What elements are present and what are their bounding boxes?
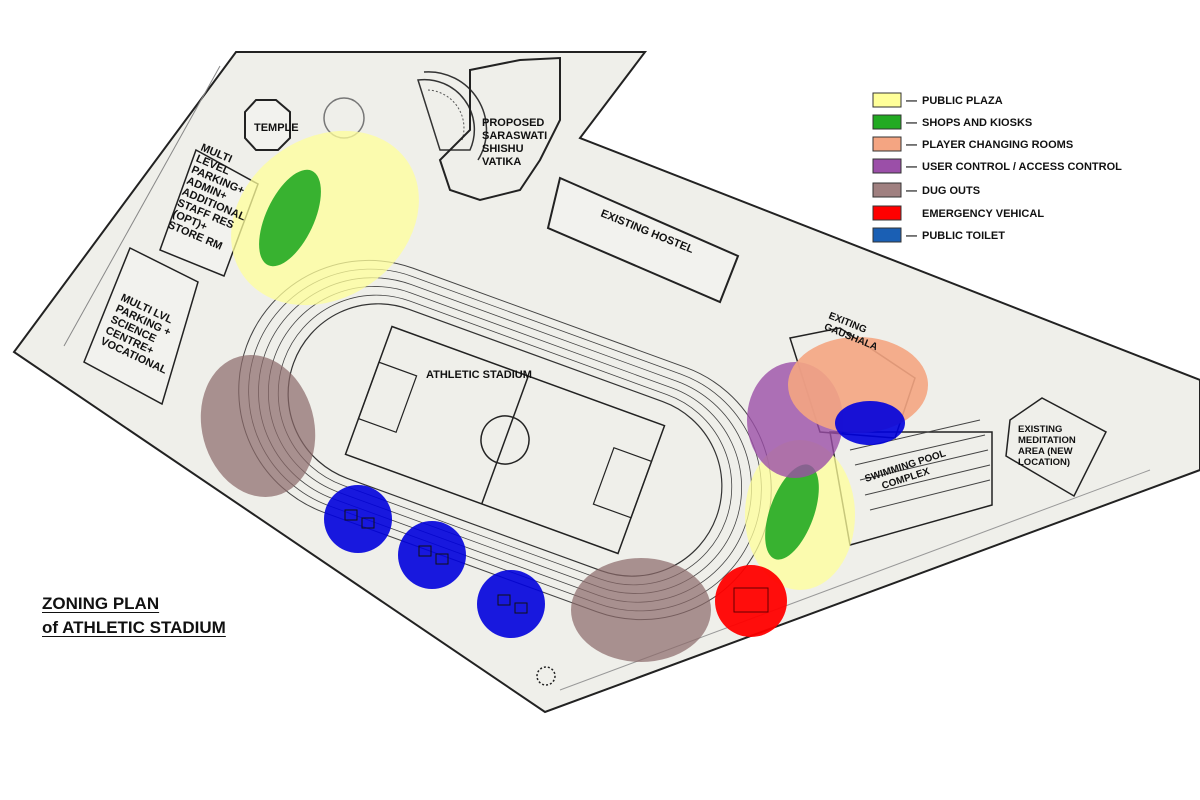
zone-dugout-west — [200, 354, 316, 498]
legend-label: PUBLIC PLAZA — [922, 95, 1003, 107]
label-vatika: PROPOSED SARASWATI SHISHU VATIKA — [482, 117, 547, 168]
svg-text:PROPOSED: PROPOSED — [482, 117, 544, 129]
caption-line-2: of ATHLETIC STADIUM — [42, 618, 226, 637]
parking-science-block — [83, 246, 199, 406]
legend-item-changing-rooms: — PLAYER CHANGING ROOMS — [872, 136, 1073, 152]
svg-text:LOCATION): LOCATION) — [1018, 457, 1070, 468]
legend-dash: — — [906, 95, 917, 107]
legend-dash: — — [906, 230, 917, 242]
legend-label: PLAYER CHANGING ROOMS — [922, 139, 1073, 151]
pool-lanes — [849, 419, 991, 511]
legend-swatch — [872, 136, 902, 152]
legend-swatch — [872, 182, 902, 198]
legend-item-public-plaza: — PUBLIC PLAZA — [872, 92, 1003, 108]
label-meditation: EXISTING MEDITATION AREA (NEW LOCATION) — [1018, 424, 1076, 468]
zone-emergency-vehicle — [715, 565, 787, 637]
zone-toilet-1 — [324, 485, 392, 553]
meditation-area — [1005, 397, 1107, 498]
svg-text:AREA (NEW: AREA (NEW — [1018, 446, 1073, 457]
svg-text:EXISTING: EXISTING — [1018, 424, 1062, 435]
svg-text:VATIKA: VATIKA — [482, 156, 521, 168]
zone-shops-east — [765, 464, 819, 560]
emergency-vehicle-box — [733, 587, 769, 613]
legend-label: USER CONTROL / ACCESS CONTROL — [922, 161, 1122, 173]
legend-dash: — — [906, 139, 917, 151]
caption-line-1: ZONING PLAN — [42, 594, 160, 613]
toilet-details — [344, 509, 528, 614]
svg-text:SARASWATI: SARASWATI — [482, 130, 547, 142]
legend-swatch — [872, 114, 902, 130]
legend-swatch — [872, 205, 902, 221]
legend-swatch — [872, 92, 902, 108]
legend-item-shops: — SHOPS AND KIOSKS — [872, 114, 1032, 130]
zone-dugout-south — [571, 558, 711, 662]
road-edge-line — [63, 65, 221, 347]
zone-shops-north — [259, 169, 321, 267]
legend-item-access-control: — USER CONTROL / ACCESS CONTROL — [872, 158, 1122, 174]
legend-swatch — [872, 227, 902, 243]
legend-item-dug-outs: — DUG OUTS — [872, 182, 980, 198]
zone-toilet-2 — [398, 521, 466, 589]
label-stadium: ATHLETIC STADIUM — [426, 369, 532, 381]
compass-marker — [536, 666, 556, 686]
zone-toilet-3 — [477, 570, 545, 638]
plan-caption: ZONING PLAN of ATHLETIC STADIUM — [42, 592, 226, 640]
legend-dash: — — [906, 117, 917, 129]
legend-swatch — [872, 158, 902, 174]
legend: — PUBLIC PLAZA — SHOPS AND KIOSKS — PLAY… — [872, 92, 1122, 243]
legend-dash: — — [906, 161, 917, 173]
legend-item-emergency: EMERGENCY VEHICAL — [872, 205, 1044, 221]
svg-text:MEDITATION: MEDITATION — [1018, 435, 1076, 446]
zone-toilet-east — [835, 401, 905, 445]
label-temple: TEMPLE — [254, 122, 299, 134]
legend-label: PUBLIC TOILET — [922, 230, 1005, 242]
legend-label: EMERGENCY VEHICAL — [922, 208, 1044, 220]
zone-overlays — [200, 130, 928, 662]
hostel-building — [546, 176, 740, 304]
legend-label: DUG OUTS — [922, 185, 980, 197]
amphitheatre — [417, 71, 488, 161]
legend-label: SHOPS AND KIOSKS — [922, 117, 1032, 129]
legend-dash: — — [906, 185, 917, 197]
temple-building — [244, 99, 291, 151]
legend-item-public-toilet: — PUBLIC TOILET — [872, 227, 1005, 243]
vatika-outline — [438, 56, 561, 202]
svg-text:SHISHU: SHISHU — [482, 143, 524, 155]
